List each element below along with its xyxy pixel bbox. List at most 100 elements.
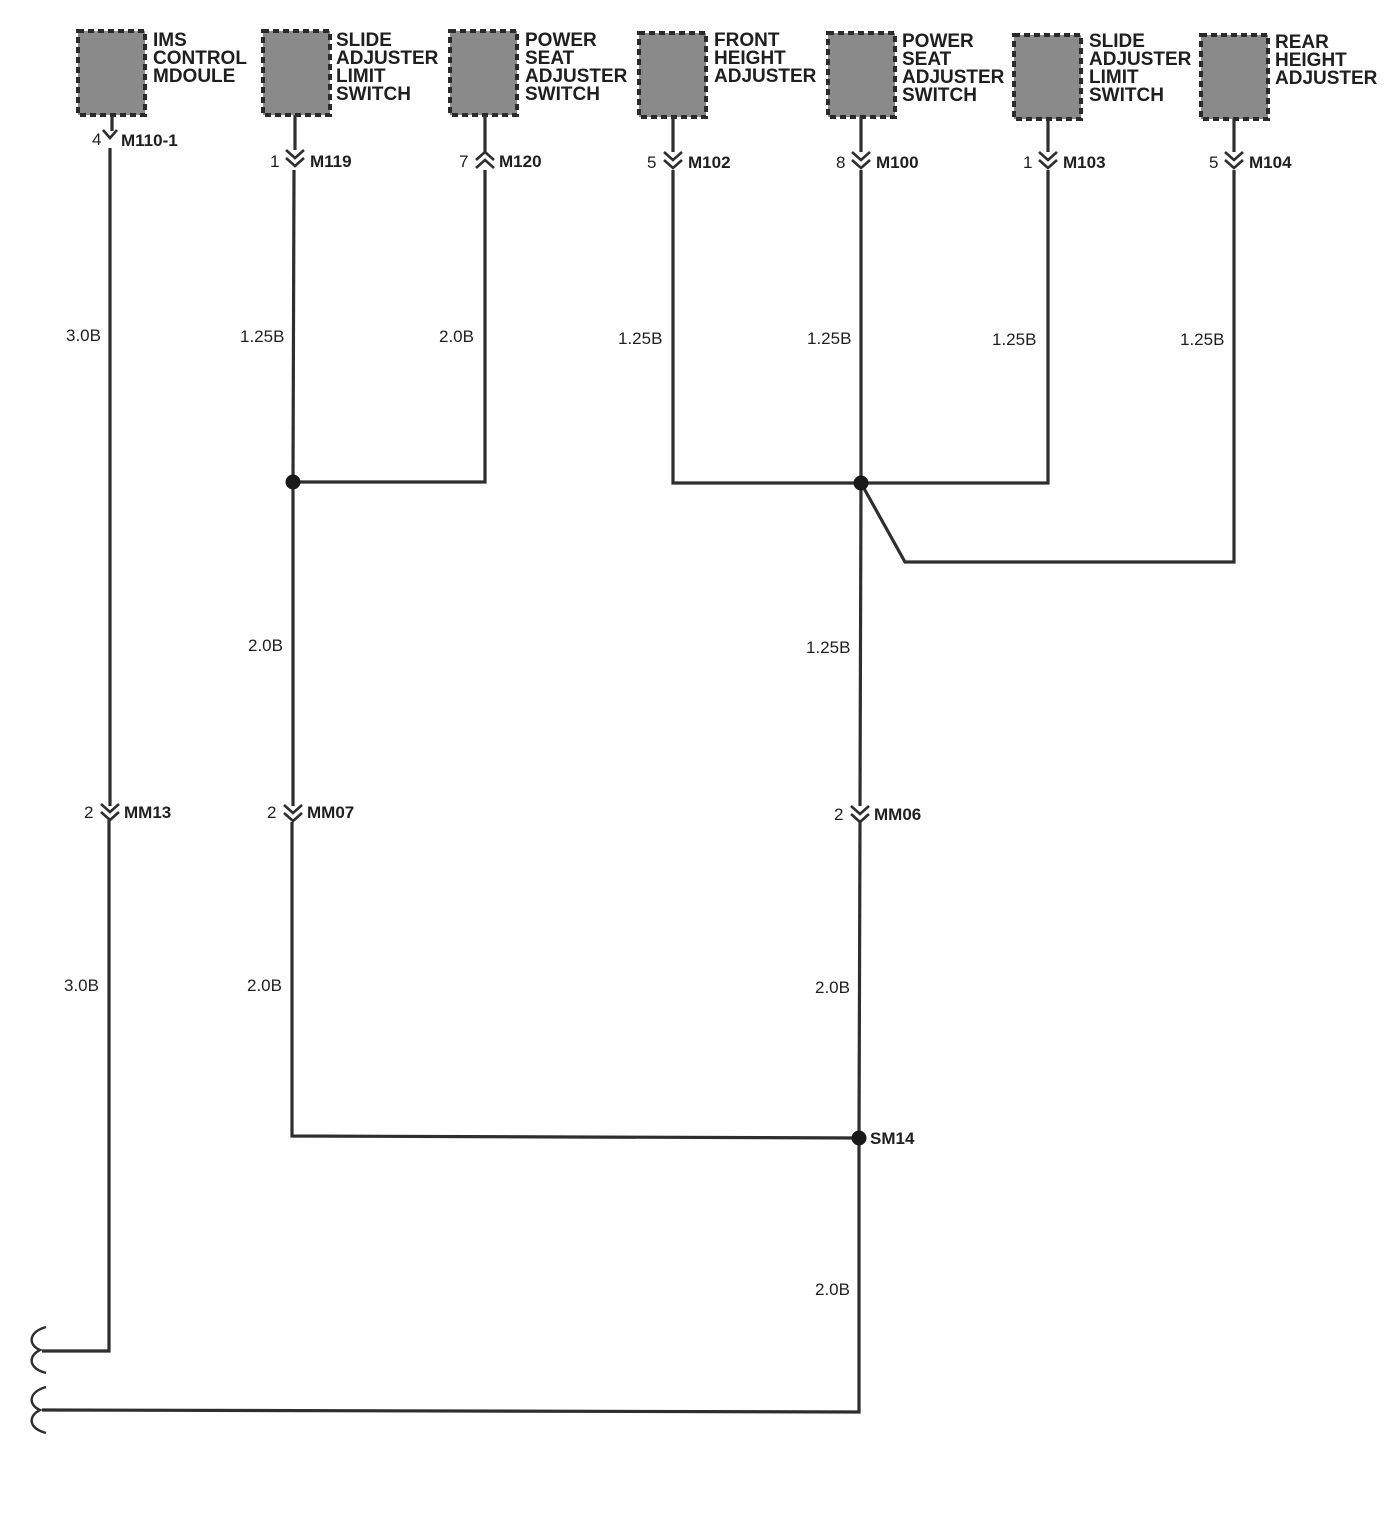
power-seat-adjuster-switch-2-label-line3: ADJUSTER <box>902 67 1005 88</box>
connector-mm07-symbol <box>283 804 303 815</box>
connector-m119-name: M119 <box>310 152 352 171</box>
connector-m120-pin: 7 <box>459 152 468 171</box>
connector-m119-symbol <box>285 149 305 160</box>
continuation-marks <box>30 1325 47 1435</box>
splice-sm14 <box>851 1130 867 1146</box>
connector-m110-1-symbol <box>102 129 118 140</box>
rear-height-adjuster-box <box>1199 33 1270 121</box>
power-seat-adjuster-switch-2-box <box>826 31 897 119</box>
connector-mm13-symbol-b <box>100 811 120 822</box>
connector-m103-name: M103 <box>1063 153 1106 172</box>
connector-m119-symbol-b <box>285 157 305 168</box>
connector-mm13-symbol <box>100 803 120 814</box>
slide-adjuster-limit-switch-2-box <box>1012 33 1083 121</box>
connector-mm07-pin: 2 <box>267 803 276 822</box>
slide-adjuster-limit-switch-2-label-line1: SLIDE <box>1089 31 1145 52</box>
component-power-seat-adjuster-switch-2: POWER SEAT ADJUSTER SWITCH <box>826 31 1005 119</box>
connector-m100-symbol-b <box>851 159 871 170</box>
connector-m110-1-pin: 4 <box>92 130 101 149</box>
splice-junction-2 <box>853 475 869 491</box>
wire-mm06-to-sm14 <box>857 821 862 1139</box>
wire-m102-to-splice <box>671 170 861 485</box>
connector-mm13-name: MM13 <box>124 803 171 822</box>
component-rear-height-adjuster: REAR HEIGHT ADJUSTER <box>1199 32 1378 121</box>
connector-m100-pin: 8 <box>836 153 845 172</box>
wire-label-m103: 1.25B <box>992 330 1036 349</box>
connector-m104-symbol <box>1224 151 1244 162</box>
slide-adjuster-limit-switch-2-label-line3: LIMIT <box>1089 67 1139 88</box>
connector-mm13-pin: 2 <box>84 803 93 822</box>
ims-control-module-label-line2: CONTROL <box>153 48 247 69</box>
splice-junction-1 <box>285 474 301 490</box>
wire-sm14-to-continuation <box>41 1138 861 1414</box>
connector-m100-symbol <box>851 151 871 162</box>
front-height-adjuster-label-line1: FRONT <box>714 30 780 51</box>
component-slide-adjuster-limit-switch-1: SLIDE ADJUSTER LIMIT SWITCH <box>261 29 439 117</box>
wire-label-m120: 2.0B <box>439 327 474 346</box>
slide-adjuster-limit-switch-2-label-line4: SWITCH <box>1089 85 1164 106</box>
front-height-adjuster-label-line2: HEIGHT <box>714 48 786 69</box>
rear-height-adjuster-label-line2: HEIGHT <box>1275 50 1347 71</box>
slide-adjuster-limit-switch-1-label-line2: ADJUSTER <box>336 48 439 69</box>
power-seat-adjuster-switch-1-label-line3: ADJUSTER <box>525 66 628 87</box>
wire-m120-to-splice <box>293 170 487 484</box>
wire-mm13-to-continuation <box>42 820 111 1353</box>
rear-height-adjuster-label-line1: REAR <box>1275 32 1329 53</box>
connector-m120-symbol-b <box>475 158 495 169</box>
connector-m102-pin: 5 <box>647 153 656 172</box>
wire-label-mm06-down: 2.0B <box>815 978 850 997</box>
component-ims-control-module: IMS CONTROL MDOULE <box>76 29 247 117</box>
connector-m120-name: M120 <box>499 152 542 171</box>
rear-height-adjuster-label-line3: ADJUSTER <box>1275 68 1378 89</box>
wire-label-ims-lower: 3.0B <box>64 976 99 995</box>
continuation-mark-upper <box>30 1325 47 1375</box>
wire-m103-to-splice <box>861 170 1050 485</box>
wire-m104-to-splice <box>859 170 1236 564</box>
connector-labels: 4 M110-1 1 M119 7 M120 5 M102 8 M100 1 M… <box>84 130 1292 824</box>
power-seat-adjuster-switch-1-box <box>448 29 519 117</box>
power-seat-adjuster-switch-1-label-line1: POWER <box>525 30 597 51</box>
connector-mm06-symbol <box>850 805 870 816</box>
wire-m119-to-splice <box>291 169 296 483</box>
wire-label-ims-upper: 3.0B <box>66 326 101 345</box>
connector-m120-symbol <box>475 150 495 161</box>
wire-label-splice1-down: 2.0B <box>248 636 283 655</box>
component-front-height-adjuster: FRONT HEIGHT ADJUSTER <box>637 30 817 119</box>
wires <box>41 115 1236 1414</box>
ims-control-module-label-line1: IMS <box>153 30 187 51</box>
connector-m119-pin: 1 <box>270 152 279 171</box>
wire-splice2-to-mm06 <box>858 482 863 807</box>
component-slide-adjuster-limit-switch-2: SLIDE ADJUSTER LIMIT SWITCH <box>1012 31 1192 121</box>
connector-mm06-pin: 2 <box>834 805 843 824</box>
power-seat-adjuster-switch-1-label-line2: SEAT <box>525 48 575 69</box>
connector-m102-symbol-b <box>663 159 683 170</box>
power-seat-adjuster-switch-2-label-line4: SWITCH <box>902 85 977 106</box>
wire-label-m102: 1.25B <box>618 329 662 348</box>
power-seat-adjuster-switch-2-label-line2: SEAT <box>902 49 952 70</box>
wire-mm07-to-sm14 <box>290 822 860 1140</box>
front-height-adjuster-label-line3: ADJUSTER <box>714 66 817 87</box>
wire-label-m100: 1.25B <box>807 329 851 348</box>
power-seat-adjuster-switch-2-label-line1: POWER <box>902 31 974 52</box>
connector-m102-symbol <box>663 151 683 162</box>
front-height-adjuster-box <box>637 31 708 119</box>
wire-labels: 3.0B 1.25B 2.0B 1.25B 1.25B 1.25B 1.25B … <box>64 326 1224 1299</box>
ims-control-module-box <box>76 29 147 117</box>
wire-label-m104: 1.25B <box>1180 330 1224 349</box>
connector-mm07-symbol-b <box>283 812 303 823</box>
connector-m110-1-name: M110-1 <box>121 131 178 150</box>
continuation-mark-lower <box>30 1385 47 1435</box>
connector-m104-symbol-b <box>1224 159 1244 170</box>
component-power-seat-adjuster-switch-1: POWER SEAT ADJUSTER SWITCH <box>448 29 628 117</box>
connector-symbols <box>100 129 1244 824</box>
connector-m102-name: M102 <box>688 153 731 172</box>
connector-m103-symbol <box>1038 151 1058 162</box>
connector-m100-name: M100 <box>876 153 919 172</box>
connector-m103-symbol-b <box>1038 159 1058 170</box>
wire-label-splice2-down: 1.25B <box>806 638 850 657</box>
slide-adjuster-limit-switch-2-label-line2: ADJUSTER <box>1089 49 1192 70</box>
connector-m104-name: M104 <box>1249 153 1292 172</box>
connector-m104-pin: 5 <box>1209 153 1218 172</box>
connector-mm06-symbol-b <box>850 813 870 824</box>
